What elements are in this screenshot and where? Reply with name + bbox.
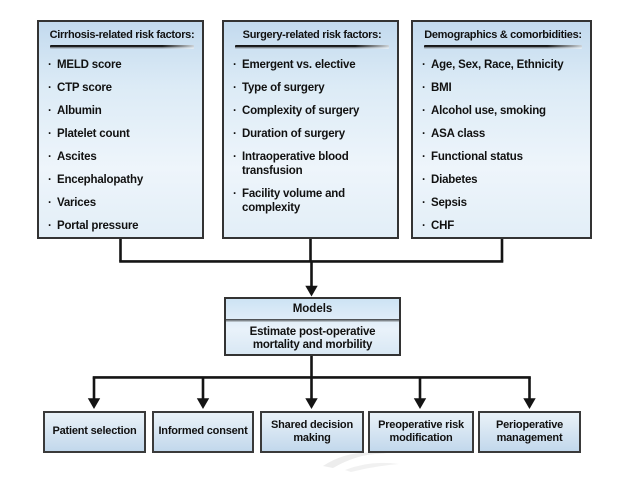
title-underline [424,45,582,49]
outcome-box-perioperative-management: Perioperative management [478,411,581,453]
surgery-risk-factors-box: Surgery-related risk factors: · Emergent … [222,20,399,239]
bullet-icon: · [233,128,237,140]
list-item-label: Platelet count [57,128,130,140]
list-item: · Platelet count [48,127,196,141]
title-underline [235,45,389,49]
list-item: · Sepsis [422,196,584,210]
list-item-label: Duration of surgery [242,128,345,140]
list-item: · Duration of surgery [233,127,391,141]
title-underline [50,45,194,49]
cirrhosis-risk-factors-box: Cirrhosis-related risk factors: · MELD sc… [37,20,204,239]
list-item: · Emergent vs. elective [233,58,391,72]
list-item: · Functional status [422,150,584,164]
list-item-label: Facility volume and complexity [242,188,345,214]
bullet-icon: · [422,220,426,232]
outcome-box-preoperative-risk-modification: Preoperative risk modification [368,411,474,453]
list-item: · Portal pressure [48,219,196,233]
bullet-icon: · [422,105,426,117]
list-item-label: Complexity of surgery [242,105,360,117]
list-item-label: CTP score [57,82,112,94]
bullet-icon: · [233,105,237,117]
list-item: · ASA class [422,127,584,141]
demographics-box-title: Demographics & comorbidities: [424,29,582,41]
outcome-box-informed-consent: Informed consent [152,411,254,453]
list-item-label: Sepsis [431,197,467,209]
bullet-icon: · [48,174,52,186]
list-item-label: Age, Sex, Race, Ethnicity [431,59,564,71]
list-item-label: Emergent vs. elective [242,59,356,71]
bullet-icon: · [48,105,52,117]
list-item-label: CHF [431,220,455,232]
bullet-icon: · [422,197,426,209]
list-item: · Albumin [48,104,196,118]
list-item-label: Ascites [57,151,97,163]
models-box-title: Models [292,303,333,315]
list-item: · Facility volume and complexity [233,187,391,215]
outcome-box-patient-selection: Patient selection [43,411,146,453]
list-item: · Ascites [48,150,196,164]
models-box-subtitle: Estimate post-operative mortality and mo… [249,326,376,351]
list-item: · Diabetes [422,173,584,187]
list-item-label: MELD score [57,59,122,71]
list-item: · Complexity of surgery [233,104,391,118]
bullet-icon: · [233,188,237,200]
models-box: Models Estimate post-operative mortality… [224,297,401,356]
list-item-label: Type of surgery [242,82,325,94]
outcome-box-shared-decision-making: Shared decision making [260,411,364,453]
list-item: · BMI [422,81,584,95]
watermark-swoosh [323,452,399,472]
list-item-label: Intraoperative blood transfusion [242,151,349,177]
list-item-label: Portal pressure [57,220,139,232]
list-item: · Age, Sex, Race, Ethnicity [422,58,584,72]
list-item: · Alcohol use, smoking [422,104,584,118]
list-item-label: Alcohol use, smoking [431,105,546,117]
bullet-icon: · [422,151,426,163]
list-item: · CTP score [48,81,196,95]
list-item-label: BMI [431,82,452,94]
bullet-icon: · [233,151,237,163]
bullet-icon: · [422,128,426,140]
list-item-label: Varices [57,197,96,209]
bullet-icon: · [233,59,237,71]
cirrhosis-box-title: Cirrhosis-related risk factors: [49,29,195,41]
list-item: · MELD score [48,58,196,72]
list-item: · CHF [422,219,584,233]
bullet-icon: · [48,197,52,209]
demographics-comorbidities-box: Demographics & comorbidities: · Age, Sex,… [411,20,592,239]
list-item: · Varices [48,196,196,210]
bullet-icon: · [48,128,52,140]
outcome-label: Patient selection [52,425,137,438]
list-item-label: Albumin [57,105,102,117]
bullet-icon: · [422,82,426,94]
outcome-label: Informed consent [158,425,248,438]
outcome-label: Perioperative management [495,418,564,445]
bullet-icon: · [48,151,52,163]
list-item: · Type of surgery [233,81,391,95]
list-item-label: Diabetes [431,174,478,186]
bullet-icon: · [48,59,52,71]
bullet-icon: · [422,174,426,186]
surgery-box-title: Surgery-related risk factors: [242,29,382,41]
list-item: · Encephalopathy [48,173,196,187]
bullet-icon: · [48,220,52,232]
list-item-label: ASA class [431,128,486,140]
bullet-icon: · [233,82,237,94]
list-item-label: Encephalopathy [57,174,144,186]
outcome-label: Preoperative risk modification [378,418,464,445]
models-divider [226,319,399,322]
list-item: · Intraoperative blood transfusion [233,150,391,178]
outcome-label: Shared decision making [271,418,353,445]
list-item-label: Functional status [431,151,523,163]
bullet-icon: · [422,59,426,71]
bullet-icon: · [48,82,52,94]
